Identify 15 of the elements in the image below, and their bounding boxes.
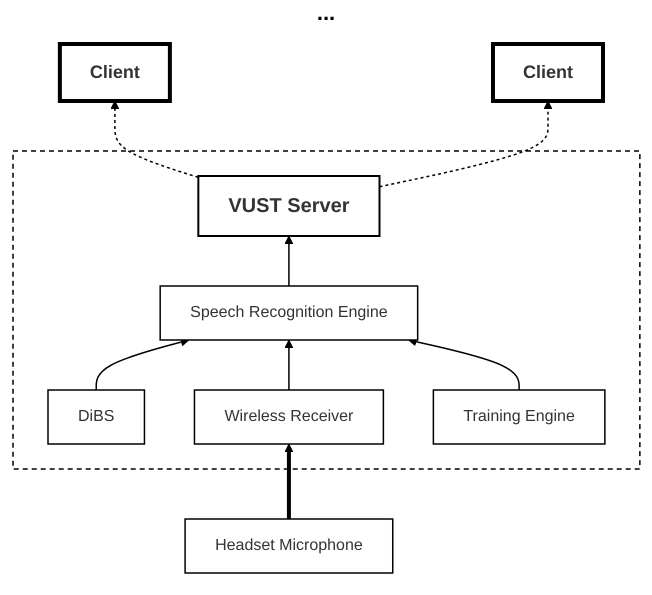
node-box: Training Engine <box>432 389 606 445</box>
node-box: Client <box>490 42 605 103</box>
ellipsis-text: ... <box>316 0 336 25</box>
arrow <box>284 236 293 286</box>
cluster <box>12 150 640 470</box>
arrow <box>378 100 552 188</box>
node-box: Headset Microphone <box>184 518 394 574</box>
arrow <box>284 444 293 519</box>
node-box: VUST Server <box>196 175 380 237</box>
arrow <box>110 100 198 178</box>
node-box: Wireless Receiver <box>193 389 384 445</box>
node-box: Speech Recognition Engine <box>158 285 418 341</box>
node-box: DiBS <box>46 389 145 445</box>
node-box: Client <box>57 42 172 103</box>
arrow <box>284 340 293 390</box>
